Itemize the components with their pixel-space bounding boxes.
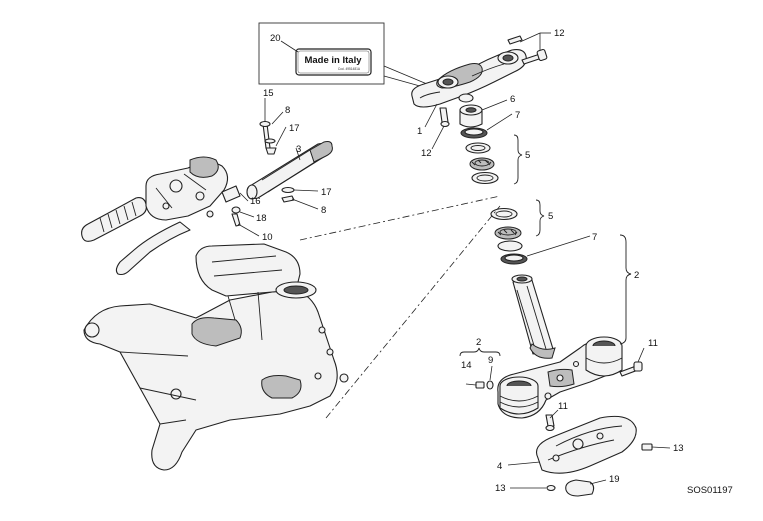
label-4: 4 xyxy=(497,461,502,472)
label-20: 20 xyxy=(270,33,281,44)
label-3: 3 xyxy=(296,144,301,155)
label-2-top: 2 xyxy=(634,270,639,281)
label-9: 9 xyxy=(488,355,493,366)
label-11-right: 11 xyxy=(648,338,658,349)
label-2-left: 2 xyxy=(476,337,481,348)
label-12-top: 12 xyxy=(554,28,565,39)
drawing-code: SOS01197 xyxy=(687,485,733,496)
assembly-axis-lines xyxy=(299,195,501,419)
label-13-bot: 13 xyxy=(495,483,506,494)
label-19: 19 xyxy=(609,474,620,485)
label-8-bot: 8 xyxy=(321,205,326,216)
label-16: 16 xyxy=(250,196,261,207)
label-13-right: 13 xyxy=(673,443,684,454)
steering-cover xyxy=(535,415,653,497)
label-6: 6 xyxy=(510,94,515,105)
leader-lines xyxy=(237,32,671,489)
handlebar-with-lever xyxy=(81,156,241,276)
bottom-yoke-assembly xyxy=(497,234,632,419)
motorcycle-frame xyxy=(83,243,349,471)
bolts-11 xyxy=(545,361,643,432)
label-7-top: 7 xyxy=(515,110,520,121)
upper-steering-head-parts xyxy=(439,104,523,185)
label-7-mid: 7 xyxy=(592,232,597,243)
lower-steering-head-parts xyxy=(490,199,545,265)
made-in-italy-callout: Made in Italy Cod. 4951481A xyxy=(258,22,428,89)
label-18: 18 xyxy=(256,213,267,224)
made-in-italy-code: Cod. 4951481A xyxy=(338,67,361,71)
label-15: 15 xyxy=(263,88,274,99)
label-11-mid: 11 xyxy=(558,401,568,412)
label-12-bot: 12 xyxy=(421,148,432,159)
label-14: 14 xyxy=(461,360,472,371)
label-5-mid: 5 xyxy=(548,211,553,222)
label-1: 1 xyxy=(417,126,422,137)
part-number-labels: 20 12 1 12 6 7 5 5 7 2 2 11 14 9 11 13 4… xyxy=(250,28,684,494)
steering-damper xyxy=(246,120,333,203)
label-8-top: 8 xyxy=(285,105,290,116)
made-in-italy-text: Made in Italy xyxy=(304,55,362,66)
label-10: 10 xyxy=(262,232,273,243)
label-5-top: 5 xyxy=(525,150,530,161)
top-yoke xyxy=(411,35,548,108)
label-17-top: 17 xyxy=(289,123,300,134)
label-17-bot: 17 xyxy=(321,187,332,198)
